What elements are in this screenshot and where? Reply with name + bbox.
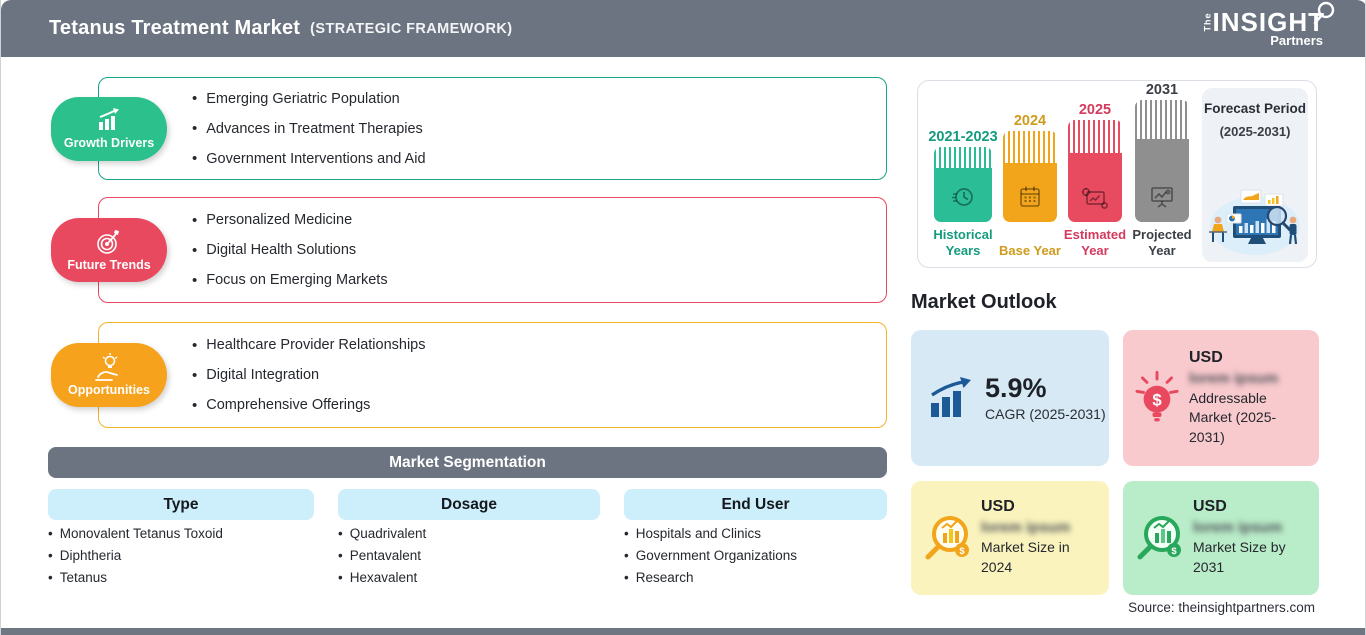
historical-years-bar <box>934 147 992 222</box>
logo-insight-text: INSIGHT <box>1212 7 1325 37</box>
forecast-timeline-card: 2021-2023 2024 2025 2031 <box>917 80 1317 268</box>
cagr-card: 5.9% CAGR (2025-2031) <box>911 330 1109 466</box>
addressable-market-card: $ USD lorem ipsum Addressable Market (20… <box>1123 330 1319 466</box>
list-item: Government Interventions and Aid <box>192 150 425 167</box>
page-title: Tetanus Treatment Market <box>49 17 301 39</box>
list-item: Comprehensive Offerings <box>192 397 426 414</box>
growth-drivers-badge: Growth Drivers <box>51 96 167 161</box>
bulb-dollar-icon: $ <box>1131 369 1183 427</box>
usd-heading: USD <box>1193 498 1227 516</box>
list-item: Focus on Emerging Markets <box>192 272 387 289</box>
magnifier-icon <box>1311 1 1337 27</box>
future-trends-box: Future Trends Personalized Medicine Digi… <box>51 197 887 303</box>
usd-heading: USD <box>1189 348 1223 366</box>
source-attribution: Source: theinsightpartners.com <box>1128 600 1315 615</box>
growth-bars-arrow-icon <box>927 375 975 421</box>
cagr-label: CAGR (2025-2031) <box>985 406 1106 423</box>
list-item: Tetanus <box>48 570 223 585</box>
list-item: Government Organizations <box>624 548 797 563</box>
badge-label: Opportunities <box>68 383 150 397</box>
logo-the-text: The <box>1202 12 1213 32</box>
projected-year-bar <box>1135 100 1189 222</box>
growth-drivers-box: Growth Drivers Emerging Geriatric Popula… <box>51 77 887 180</box>
svg-text:$: $ <box>959 546 965 557</box>
year-label: 2031 <box>1145 82 1179 98</box>
history-clock-icon <box>950 184 976 210</box>
dosage-list: Quadrivalent Pentavalent Hexavalent <box>338 526 427 585</box>
badge-label: Growth Drivers <box>63 135 155 150</box>
bottom-divider-bar <box>1 628 1365 635</box>
market-segmentation-header: Market Segmentation <box>48 447 887 478</box>
logo-partners-text: Partners <box>1270 33 1323 48</box>
forecast-period-range: (2025-2031) <box>1219 123 1291 139</box>
list-item: Advances in Treatment Therapies <box>192 120 426 137</box>
forecast-period-title: Forecast Period <box>1203 101 1307 116</box>
estimated-year-bar <box>1068 120 1122 222</box>
enduser-list: Hospitals and Clinics Government Organiz… <box>624 526 797 585</box>
year-label: 2024 <box>1013 113 1047 129</box>
insight-partners-logo: The INSIGHT Partners <box>1198 1 1339 48</box>
market-size-2024-card: $ USD lorem ipsum Market Size in 2024 <box>911 481 1109 595</box>
list-item: Emerging Geriatric Population <box>192 90 426 107</box>
svg-text:$: $ <box>1152 390 1162 409</box>
market-outlook-title: Market Outlook <box>911 291 1057 313</box>
forecast-period-panel: Forecast Period (2025-2031) <box>1202 88 1308 262</box>
opportunities-badge: Opportunities <box>51 343 167 407</box>
blurred-value: lorem ipsum <box>981 519 1071 537</box>
card-label: Market Size in 2024 <box>981 539 1070 575</box>
header-bar: Tetanus Treatment Market (STRATEGIC FRAM… <box>1 0 1365 57</box>
future-trends-badge: Future Trends <box>51 218 167 282</box>
svg-text:$: $ <box>1171 546 1177 557</box>
market-size-2031-card: $ USD lorem ipsum Market Size by 2031 <box>1123 481 1319 595</box>
type-list: Monovalent Tetanus Toxoid Diphtheria Tet… <box>48 526 223 585</box>
segment-column-dosage: Dosage <box>338 489 600 520</box>
list-item: Digital Health Solutions <box>192 242 388 259</box>
list-item: Personalized Medicine <box>192 212 388 229</box>
cagr-value: 5.9% <box>985 372 1047 403</box>
segment-column-enduser: End User <box>624 489 887 520</box>
year-label: 2025 <box>1078 102 1112 118</box>
badge-label: Future Trends <box>67 258 151 272</box>
bar-caption: Base Year <box>999 242 1061 258</box>
calendar-icon <box>1017 184 1043 210</box>
opportunities-box: Opportunities Healthcare Provider Relati… <box>51 322 887 428</box>
magnifier-chart-icon: $ <box>1131 510 1187 566</box>
hand-bulb-icon <box>94 353 124 381</box>
page-subtitle: (STRATEGIC FRAMEWORK) <box>310 20 513 37</box>
blurred-value: lorem ipsum <box>1189 369 1279 387</box>
year-label: 2021-2023 <box>928 129 998 145</box>
market-segmentation-title: Market Segmentation <box>389 453 546 471</box>
bar-chart-growth-icon <box>94 107 124 134</box>
list-item: Pentavalent <box>338 548 426 563</box>
bar-caption: Estimated Year <box>1063 226 1127 258</box>
target-arrow-icon <box>94 228 124 256</box>
list-item: Healthcare Provider Relationships <box>192 337 425 354</box>
list-item: Monovalent Tetanus Toxoid <box>48 526 223 541</box>
analysts-illustration <box>1205 182 1305 258</box>
base-year-bar <box>1003 131 1057 222</box>
list-item: Hexavalent <box>338 570 426 585</box>
analytics-gear-icon <box>1080 186 1110 212</box>
card-label: Market Size by 2031 <box>1193 539 1286 575</box>
segment-column-type: Type <box>48 489 314 520</box>
bar-caption: Historical Years <box>933 226 993 258</box>
list-item: Quadrivalent <box>338 526 427 541</box>
list-item: Research <box>624 570 797 585</box>
usd-heading: USD <box>981 498 1015 516</box>
list-item: Hospitals and Clinics <box>624 526 797 541</box>
blurred-value: lorem ipsum <box>1193 519 1283 537</box>
bar-caption: Projected Year <box>1132 226 1192 258</box>
card-label: Addressable Market (2025-2031) <box>1189 389 1277 445</box>
list-item: Digital Integration <box>192 367 426 384</box>
magnifier-chart-icon: $ <box>919 510 975 566</box>
list-item: Diphtheria <box>48 548 223 563</box>
presentation-screen-icon <box>1148 184 1176 210</box>
